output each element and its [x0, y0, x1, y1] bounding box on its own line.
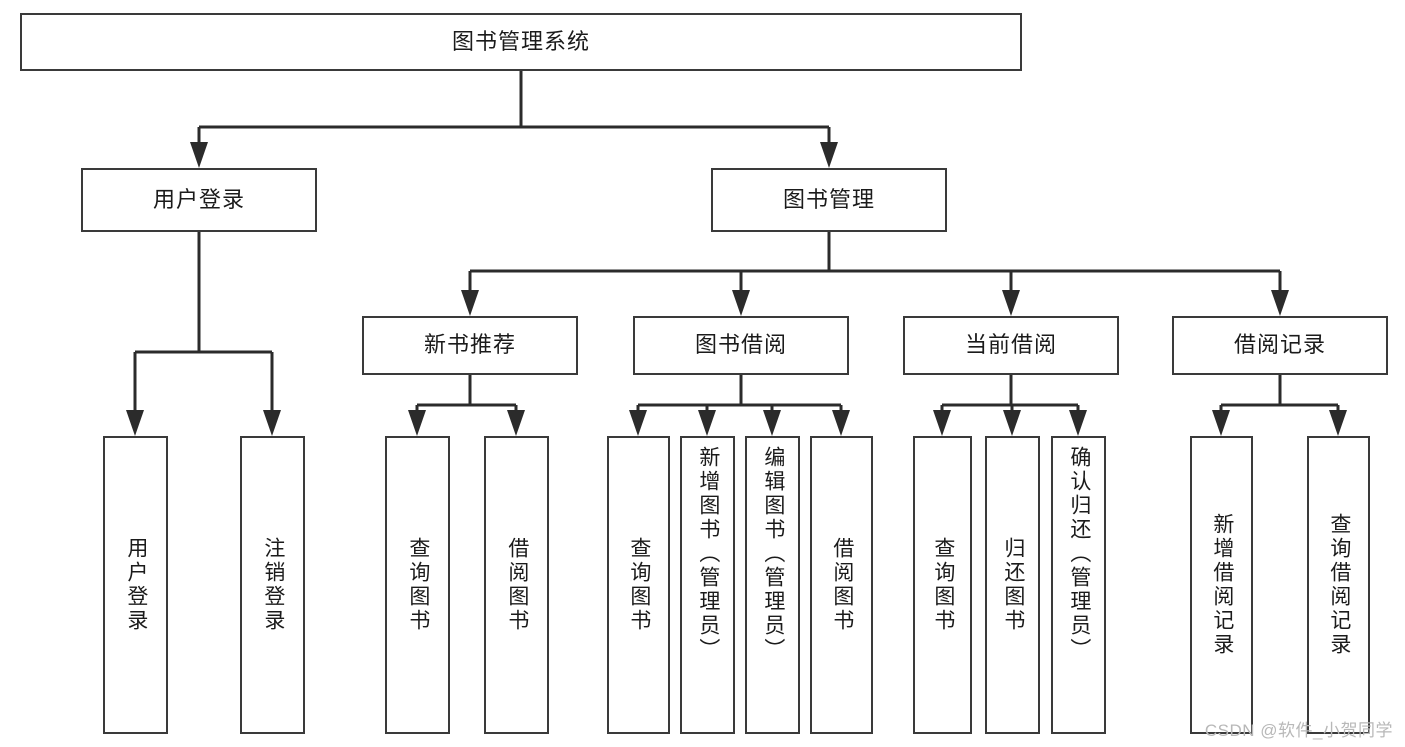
node-leaf-编辑图书管理员: 编辑图书（管理员） — [745, 436, 800, 734]
node-label: 编辑图书（管理员） — [761, 446, 785, 662]
node-leaf-用户登录: 用户登录 — [103, 436, 168, 734]
node-label: 图书借阅 — [694, 332, 787, 358]
node-leaf-新增图书管理员: 新增图书（管理员） — [680, 436, 735, 734]
arrow-head — [190, 142, 208, 168]
arrow-head — [933, 410, 951, 436]
arrow-head — [832, 410, 850, 436]
node-label: 确认归还（管理员） — [1067, 446, 1091, 662]
node-level3-借阅记录: 借阅记录 — [1172, 316, 1388, 375]
arrow-head — [126, 410, 144, 436]
arrow-head — [1212, 410, 1230, 436]
node-label: 借阅图书 — [505, 537, 529, 633]
arrow-head — [408, 410, 426, 436]
node-level2-用户登录: 用户登录 — [81, 168, 317, 232]
arrow-head — [629, 410, 647, 436]
node-leaf-查询借阅记录: 查询借阅记录 — [1307, 436, 1370, 734]
arrow-head — [763, 410, 781, 436]
node-label: 借阅图书 — [830, 537, 854, 633]
node-leaf-借阅图书: 借阅图书 — [484, 436, 549, 734]
node-label: 新书推荐 — [423, 332, 516, 358]
node-label: 借阅记录 — [1233, 332, 1326, 358]
arrow-head — [820, 142, 838, 168]
arrow-head — [507, 410, 525, 436]
node-label: 注销登录 — [261, 537, 285, 633]
node-leaf-借阅图书: 借阅图书 — [810, 436, 873, 734]
arrow-head — [732, 290, 750, 316]
node-leaf-确认归还管理员: 确认归还（管理员） — [1051, 436, 1106, 734]
node-label: 查询图书 — [406, 537, 430, 633]
arrow-head — [1002, 290, 1020, 316]
node-leaf-归还图书: 归还图书 — [985, 436, 1040, 734]
node-label: 查询图书 — [931, 537, 955, 633]
node-leaf-注销登录: 注销登录 — [240, 436, 305, 734]
arrow-heads — [126, 142, 1347, 436]
node-level3-当前借阅: 当前借阅 — [903, 316, 1119, 375]
node-label: 当前借阅 — [964, 332, 1057, 358]
node-leaf-查询图书: 查询图书 — [913, 436, 972, 734]
node-level3-新书推荐: 新书推荐 — [362, 316, 578, 375]
node-leaf-查询图书: 查询图书 — [385, 436, 450, 734]
node-leaf-新增借阅记录: 新增借阅记录 — [1190, 436, 1253, 734]
node-label: 归还图书 — [1001, 537, 1025, 633]
node-label: 用户登录 — [124, 537, 148, 633]
node-leaf-查询图书: 查询图书 — [607, 436, 670, 734]
node-label: 用户登录 — [152, 186, 245, 212]
node-label: 查询借阅记录 — [1327, 513, 1351, 657]
node-level3-图书借阅: 图书借阅 — [633, 316, 849, 375]
node-label: 图书管理 — [782, 186, 875, 212]
arrow-head — [1271, 290, 1289, 316]
node-root-图书管理系统: 图书管理系统 — [20, 13, 1022, 71]
node-label: 新增借阅记录 — [1210, 513, 1234, 657]
node-label: 图书管理系统 — [451, 28, 590, 54]
node-label: 查询图书 — [627, 537, 651, 633]
node-label: 新增图书（管理员） — [696, 446, 720, 662]
node-level2-图书管理: 图书管理 — [711, 168, 947, 232]
arrow-head — [1329, 410, 1347, 436]
arrow-head — [1003, 410, 1021, 436]
arrow-head — [263, 410, 281, 436]
arrow-head — [1069, 410, 1087, 436]
arrow-head — [698, 410, 716, 436]
arrow-head — [461, 290, 479, 316]
